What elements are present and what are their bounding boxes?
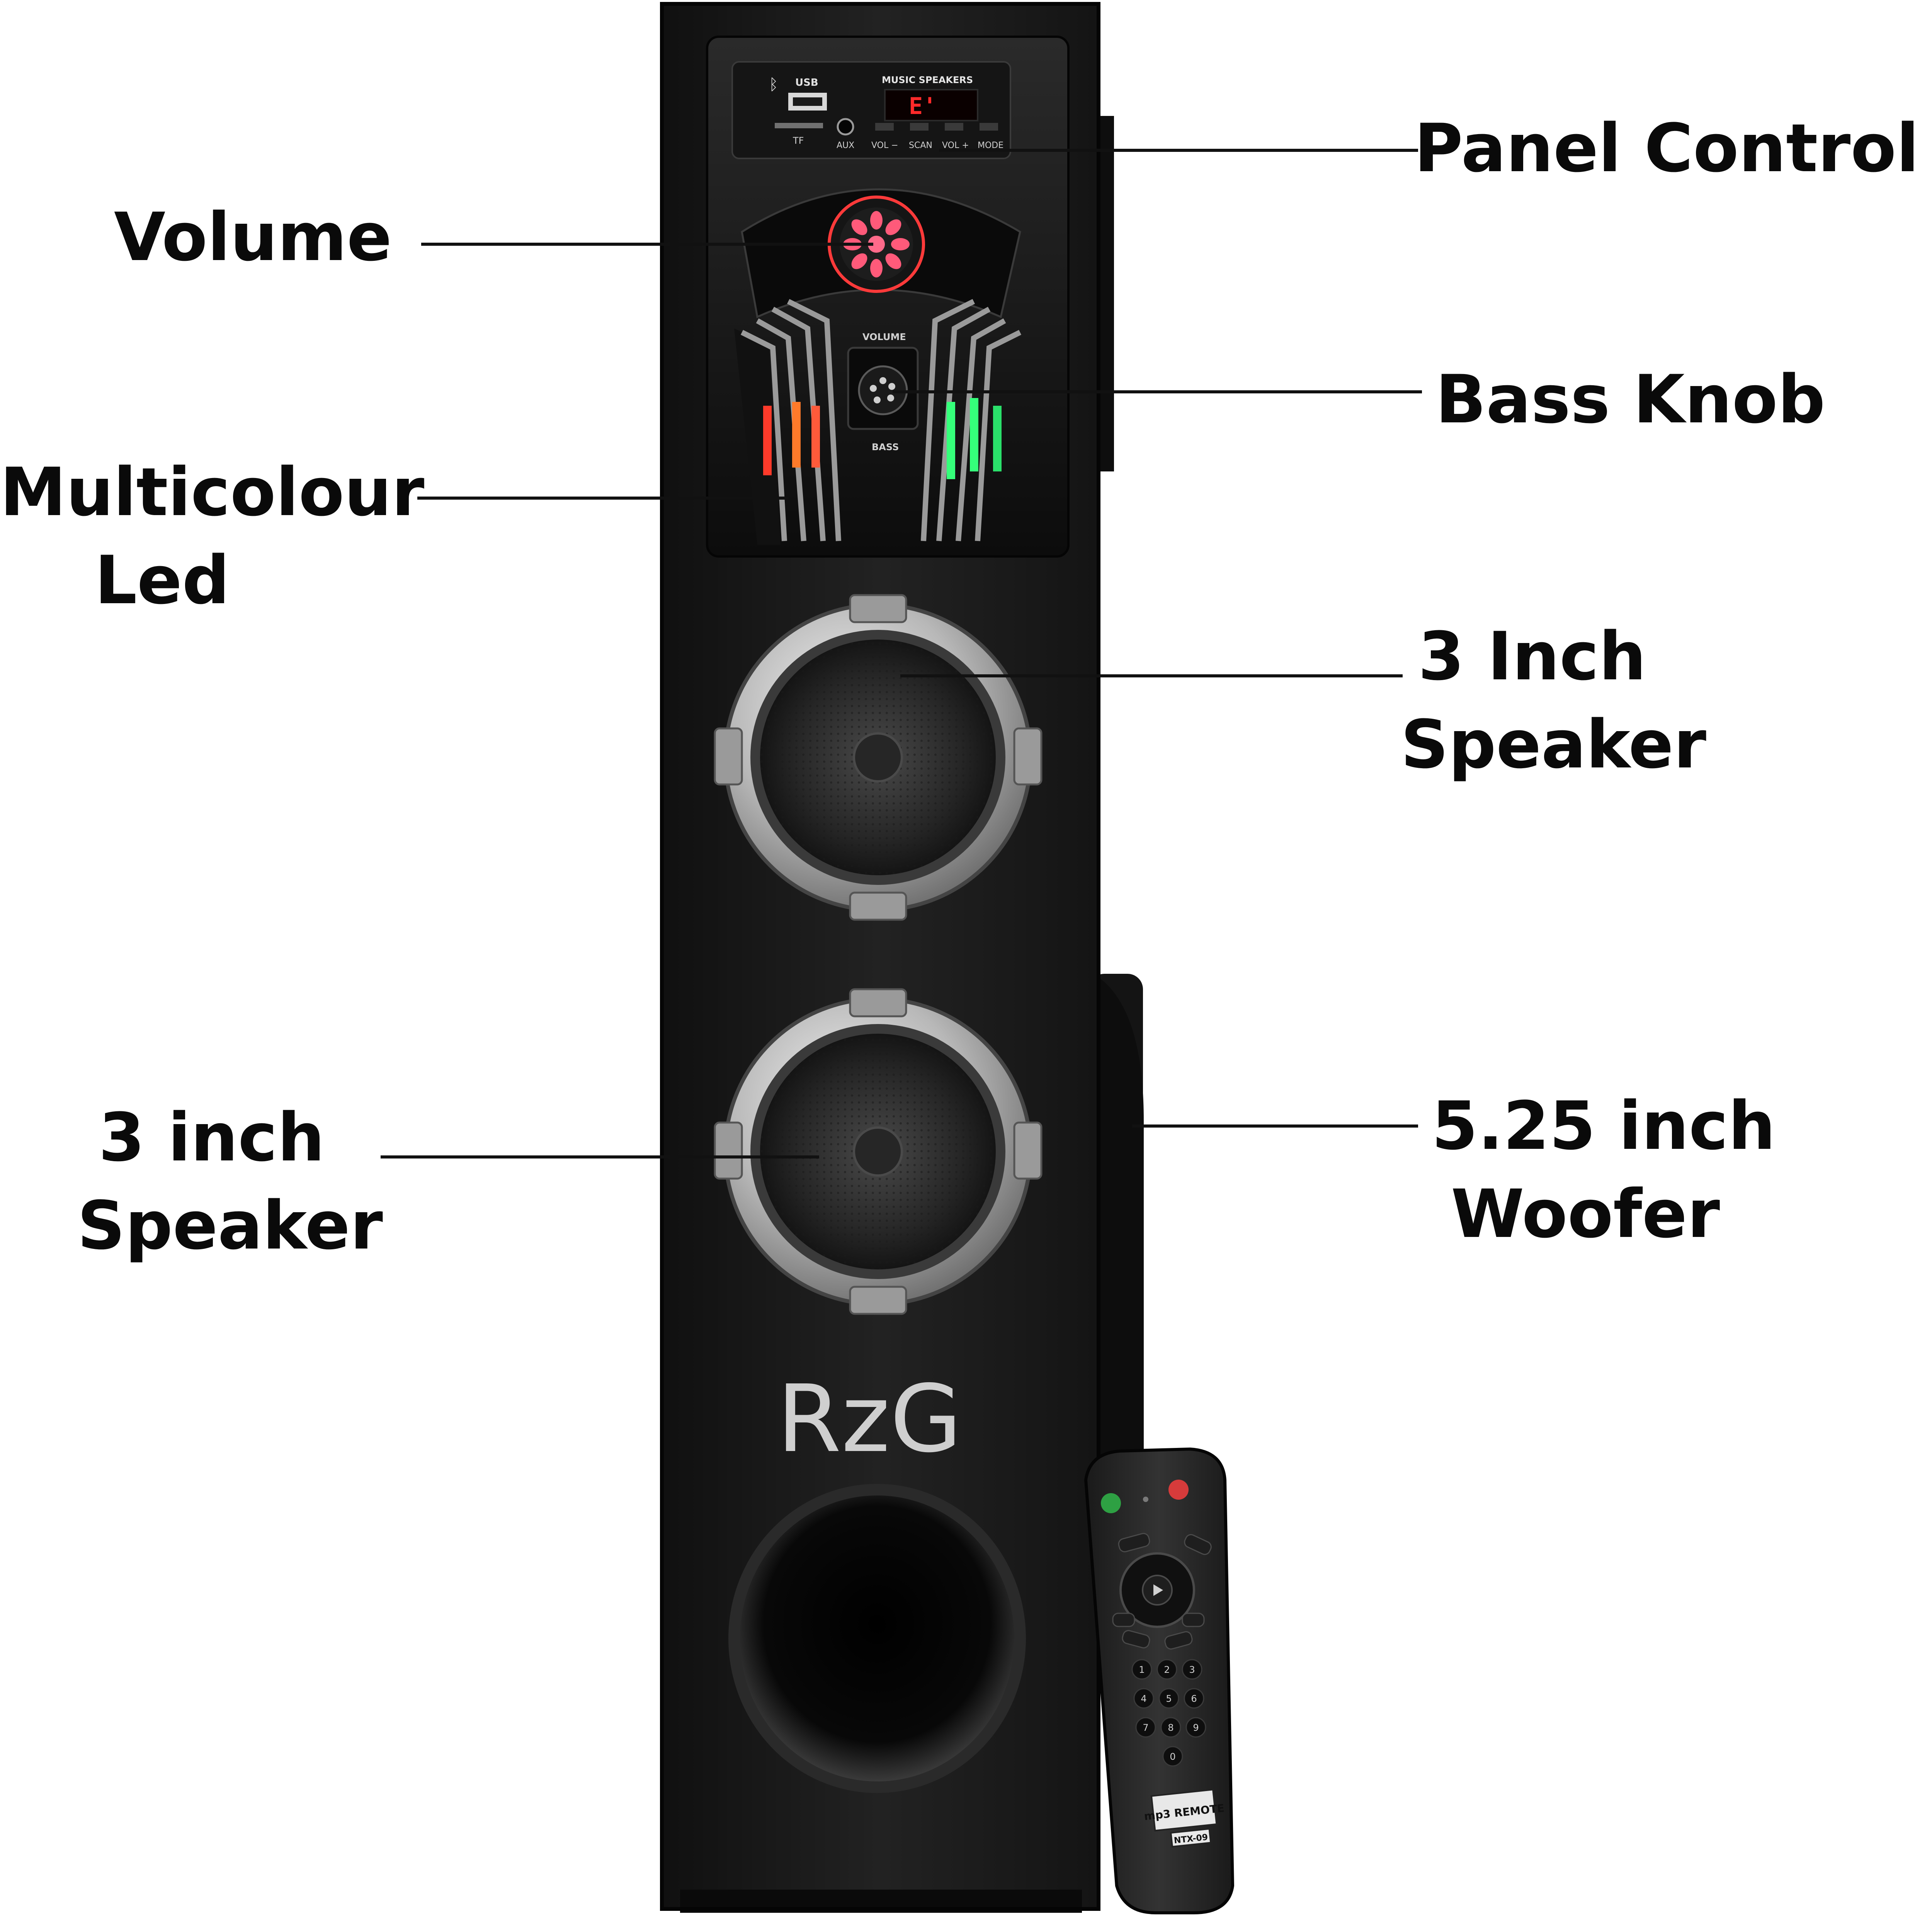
remote-key-5-label: 5 [1166,1693,1172,1704]
panel-title: MUSIC SPEAKERS [882,75,973,85]
remote-key-1-label: 1 [1139,1664,1145,1675]
remote-right-button[interactable] [1182,1613,1205,1627]
vol-up-button[interactable] [945,123,963,131]
remote-key-2[interactable] [1156,1659,1177,1680]
bass-knob-label: BASS [872,442,899,453]
upper-speaker-leader [900,674,1403,677]
tf-slot[interactable] [775,123,823,128]
panel-buttons: VOL − SCAN VOL + MODE [871,123,1003,150]
remote-key-2-label: 2 [1164,1664,1170,1675]
panel-control-label: Panel Control [1414,104,1919,192]
remote-control: 1 2 3 4 5 6 7 8 9 0 mp3 REMOTE NTX-09 [1084,1447,1235,1914]
bass-knob-leader [893,390,1422,393]
volume-leader [421,243,873,246]
vol-down-button[interactable] [875,123,894,131]
remote-mode-button[interactable] [1117,1532,1151,1553]
remote-key-1[interactable] [1131,1659,1152,1680]
remote-key-6-label: 6 [1191,1693,1197,1704]
upper-speaker-size-text: 3 Inch [1418,618,1646,695]
scan-label: SCAN [909,141,932,150]
remote-rpt-button[interactable] [1121,1630,1151,1649]
panel-control-text: Panel Control [1414,109,1919,187]
upper-speaker-text: Speaker [1401,706,1706,783]
remote-key-9-label: 9 [1193,1722,1199,1733]
scan-button[interactable] [910,123,929,131]
woofer-size-text: 5.25 inch [1432,1087,1776,1165]
multicolour-led-left [734,299,841,545]
upper-speaker-label: 3 Inch Speaker [1401,612,1706,789]
volume-text: Volume [114,198,392,276]
remote-key-4-label: 4 [1141,1693,1146,1704]
mode-button[interactable] [980,123,998,131]
remote-key-3[interactable] [1182,1659,1202,1680]
remote-key-7-label: 7 [1143,1722,1148,1733]
remote-key-8[interactable] [1160,1717,1181,1738]
lower-speaker-leader [381,1155,819,1158]
upper-speaker [714,594,1043,921]
remote-left-button[interactable] [1112,1613,1135,1627]
lower-speaker [714,988,1043,1315]
lower-speaker-label: 3 inch Speaker [77,1094,383,1270]
led-display [884,89,978,121]
bass-knob-text: Bass Knob [1435,361,1825,438]
volume-label: Volume [114,193,392,281]
usb-label: USB [795,77,818,88]
lower-speaker-text: Speaker [77,1187,383,1264]
brand-logo: RzG [777,1365,962,1473]
tf-label: TF [793,135,804,146]
display-readout: E' [909,93,937,120]
remote-key-9[interactable] [1185,1717,1206,1738]
woofer-label: 5.25 inch Woofer [1432,1082,1776,1258]
volume-knob-label: VOLUME [862,332,906,342]
remote-number-pad: 1 2 3 4 5 6 7 8 9 0 [1131,1659,1206,1767]
bass-knob-label: Bass Knob [1435,356,1825,444]
remote-key-5[interactable] [1158,1688,1179,1709]
mode-label: MODE [978,141,1003,150]
remote-key-7[interactable] [1135,1717,1156,1738]
woofer-leader [1132,1124,1418,1128]
remote-menu-button[interactable] [1183,1533,1213,1556]
woofer-side-panel [1089,974,1144,1577]
remote-mute-button[interactable] [1101,1493,1121,1513]
bass-knob[interactable] [847,347,919,430]
led-text: Led [95,541,230,619]
volume-knob[interactable] [828,196,925,293]
woofer-text: Woofer [1451,1175,1720,1253]
panel-control-leader [939,149,1418,152]
remote-eq-button[interactable] [1164,1631,1193,1650]
multicolour-led-label: Multicolour Led [0,448,424,624]
aux-jack[interactable] [837,118,854,136]
vol-down-label: VOL − [871,141,898,150]
vol-up-label: VOL + [942,141,969,150]
remote-power-button[interactable] [1168,1480,1189,1500]
multicolour-led-leader [417,497,788,500]
lower-speaker-size-text: 3 inch [99,1099,325,1176]
bluetooth-icon: ᛒ [769,76,778,94]
multicolour-led-right [921,299,1022,541]
remote-key-4[interactable] [1133,1688,1154,1709]
remote-key-6[interactable] [1184,1688,1204,1709]
multicolour-text: Multicolour [0,453,425,531]
bass-port [728,1484,1026,1793]
remote-key-0-label: 0 [1170,1751,1175,1762]
aux-label: AUX [837,141,854,150]
control-panel: ᛒ USB TF AUX MUSIC SPEAKERS E' VOL − SCA… [706,36,1070,558]
remote-key-3-label: 3 [1189,1664,1195,1675]
remote-key-0[interactable] [1162,1746,1183,1767]
remote-key-8-label: 8 [1168,1722,1173,1733]
remote-badge: mp3 REMOTE NTX-09 [1143,1788,1225,1848]
